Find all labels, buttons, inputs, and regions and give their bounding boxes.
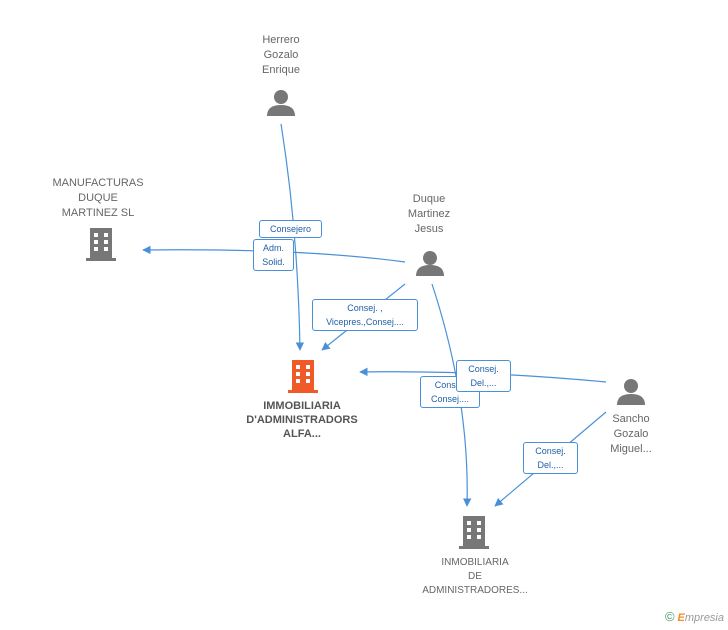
node-label-inmobiliaria[interactable]: INMOBILIARIA DE ADMINISTRADORES...	[422, 557, 528, 596]
edge-label-consej-del-sancho-alfa[interactable]: Consej. Del.,...	[456, 360, 511, 392]
edge-label-consej-del-sancho-inmo[interactable]: Consej. Del.,...	[523, 442, 578, 474]
edge-label-consejero[interactable]: Consejero	[259, 220, 322, 238]
copyright-icon: ©	[664, 609, 675, 624]
node-label-sancho[interactable]: Sancho Gozalo Miguel...	[610, 413, 652, 455]
node-label-alfa[interactable]: IMMOBILIARIA D'ADMINISTRADORS ALFA...	[246, 400, 358, 440]
person-icon-duque[interactable]	[416, 251, 444, 276]
node-label-manufacturas[interactable]: MANUFACTURAS DUQUE MARTINEZ SL	[52, 177, 144, 219]
building-icon-alfa[interactable]	[288, 360, 318, 393]
person-icon-sancho[interactable]	[617, 379, 645, 405]
node-label-duque[interactable]: Duque Martinez Jesus	[407, 193, 451, 235]
edge-label-adm-solid[interactable]: Adm. Solid.	[253, 239, 294, 271]
building-icon-inmobiliaria[interactable]	[459, 516, 489, 549]
brand-logo-e: E	[677, 612, 685, 624]
building-icon-manufacturas[interactable]	[86, 228, 116, 261]
node-label-herrero[interactable]: Herrero Gozalo Enrique	[262, 34, 300, 76]
footer-brand[interactable]: ©Empresia	[665, 609, 724, 624]
person-icon-herrero[interactable]	[267, 90, 295, 116]
brand-name: mpresia	[684, 612, 724, 624]
edge-label-consej-vicepres[interactable]: Consej. , Vicepres.,Consej....	[312, 299, 418, 331]
